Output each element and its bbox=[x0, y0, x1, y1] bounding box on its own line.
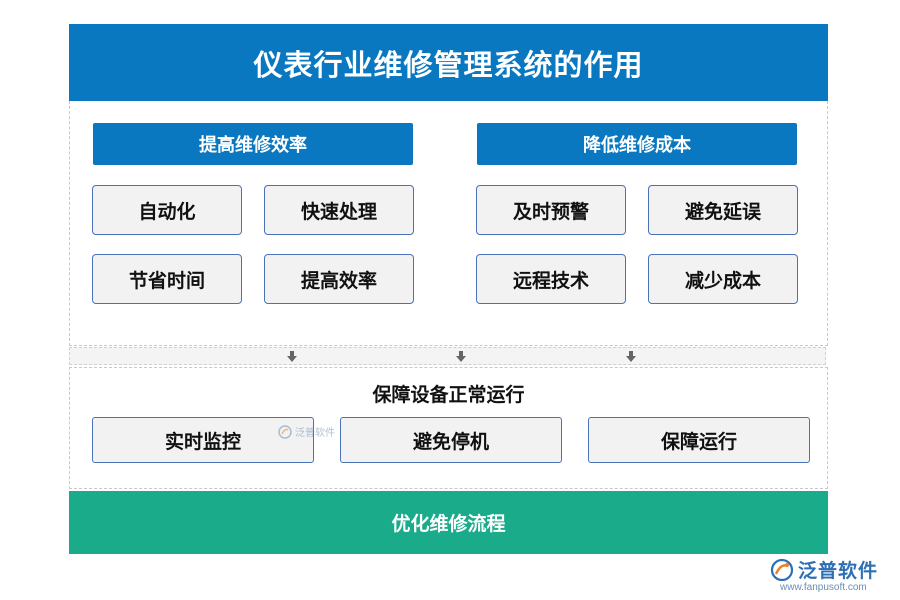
right-item-early-warning: 及时预警 bbox=[476, 185, 626, 235]
middle-panel: 保障设备正常运行 实时监控 避免停机 保障运行 bbox=[69, 367, 828, 489]
arrow-strip bbox=[69, 347, 826, 365]
right-item-avoid-delay: 避免延误 bbox=[648, 185, 798, 235]
footer-banner: 优化维修流程 bbox=[69, 491, 828, 554]
left-section-title: 提高维修效率 bbox=[93, 123, 413, 165]
right-item-remote-tech: 远程技术 bbox=[476, 254, 626, 304]
right-item-reduce-cost: 减少成本 bbox=[648, 254, 798, 304]
brand-logo-icon bbox=[770, 558, 794, 581]
right-section-title: 降低维修成本 bbox=[477, 123, 797, 165]
watermark-text: 泛普软件 bbox=[295, 428, 335, 439]
middle-item-avoid-downtime: 避免停机 bbox=[340, 417, 562, 463]
down-arrow-icon bbox=[456, 351, 466, 362]
left-item-improve-efficiency: 提高效率 bbox=[264, 254, 414, 304]
middle-item-ensure-operation: 保障运行 bbox=[588, 417, 810, 463]
down-arrow-icon bbox=[287, 351, 297, 362]
brand-logo: 泛普软件 bbox=[770, 556, 878, 583]
brand-url: www.fanpusoft.com bbox=[780, 582, 867, 593]
brand-name: 泛普软件 bbox=[798, 560, 879, 582]
watermark: 泛普软件 bbox=[278, 424, 335, 439]
middle-item-realtime-monitoring: 实时监控 bbox=[92, 417, 314, 463]
diagram-title: 仪表行业维修管理系统的作用 bbox=[69, 24, 828, 101]
watermark-logo-icon bbox=[278, 424, 292, 439]
left-item-fast-processing: 快速处理 bbox=[264, 185, 414, 235]
left-item-automation: 自动化 bbox=[92, 185, 242, 235]
left-item-save-time: 节省时间 bbox=[92, 254, 242, 304]
down-arrow-icon bbox=[626, 351, 636, 362]
middle-section-title: 保障设备正常运行 bbox=[372, 384, 525, 406]
